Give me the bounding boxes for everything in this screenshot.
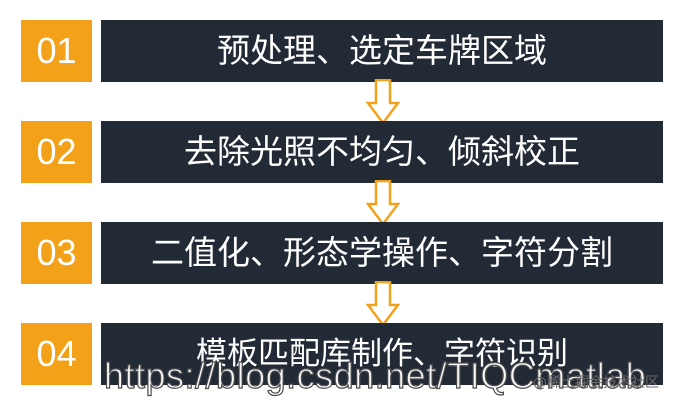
step-3-number: 03 — [21, 222, 92, 284]
step-4: 04 模板匹配库制作、字符识别 — [0, 323, 689, 385]
step-1-number: 01 — [21, 20, 92, 82]
down-arrow-icon — [366, 281, 400, 327]
step-1: 01 预处理、选定车牌区域 — [0, 20, 689, 82]
watermark-url: https://blog.csdn.net/TIQCmatlab — [103, 355, 647, 396]
step-2-number: 02 — [21, 121, 92, 183]
step-2-label: 去除光照不均匀、倾斜校正 — [101, 121, 663, 183]
watermark-site: @稀土掘金技术社区 — [533, 375, 659, 391]
down-arrow-icon — [366, 180, 400, 226]
step-4-number: 04 — [21, 323, 92, 385]
step-1-label: 预处理、选定车牌区域 — [101, 20, 663, 82]
step-4-label: 模板匹配库制作、字符识别 — [101, 323, 663, 385]
down-arrow-icon — [366, 79, 400, 125]
step-2: 02 去除光照不均匀、倾斜校正 — [0, 121, 689, 183]
step-3-label: 二值化、形态学操作、字符分割 — [101, 222, 663, 284]
step-3: 03 二值化、形态学操作、字符分割 — [0, 222, 689, 284]
